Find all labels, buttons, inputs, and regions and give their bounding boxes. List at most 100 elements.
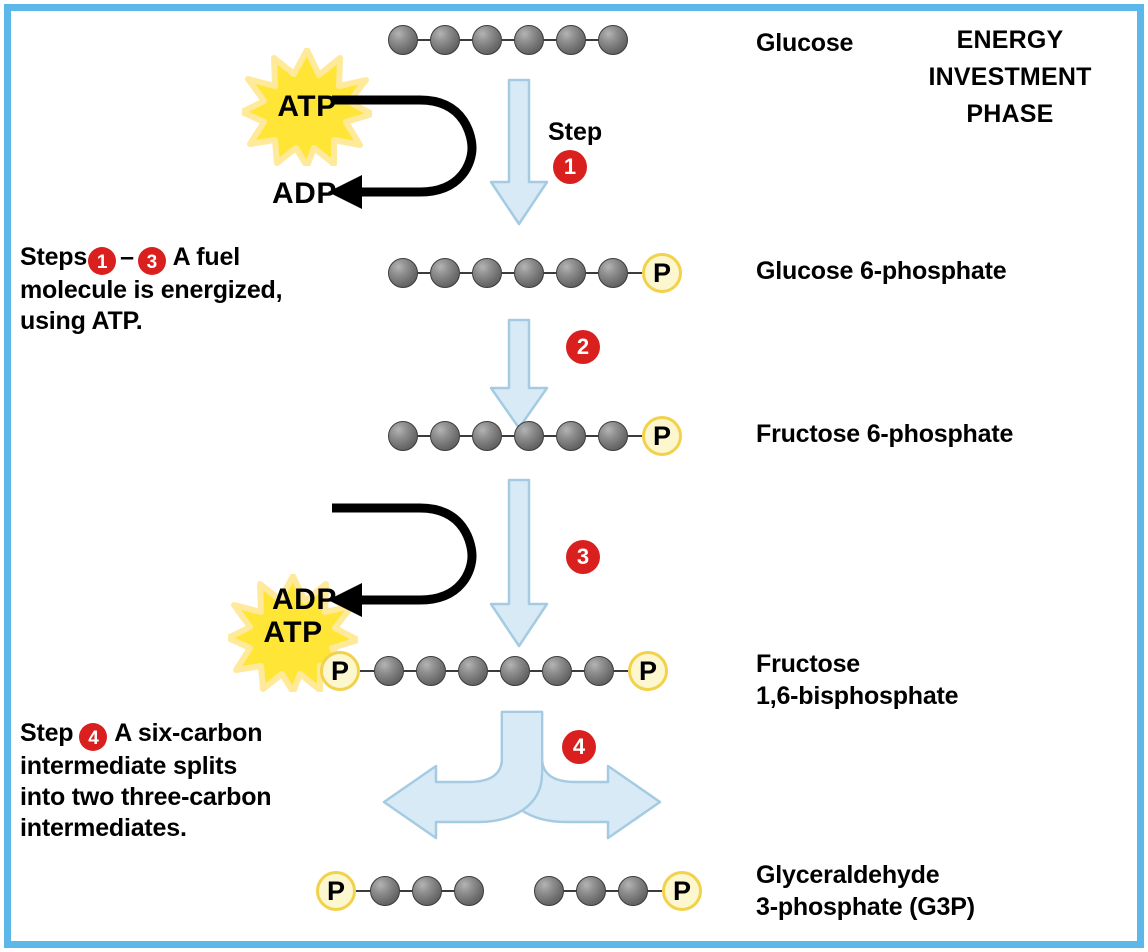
starburst-icon [242,48,372,166]
reaction-arrow-2 [489,318,549,430]
atp-burst-1: ATP [242,48,372,166]
bond [446,670,458,672]
phosphate-group: P [320,651,360,691]
molecule-glucose [388,25,628,55]
molecule-g3p-left: P [316,871,484,911]
phosphate-group: P [316,871,356,911]
carbon-chain: P [534,871,702,911]
note-text: A six-carbon intermediate splits into tw… [20,719,272,842]
carbon-atom [458,656,488,686]
carbon-atom [500,656,530,686]
bond [502,272,514,274]
atp-label: ATP [277,90,337,123]
reaction-arrow-3 [489,478,549,648]
step-word-1: Step [548,118,603,146]
phase-label: ENERGY INVESTMENT PHASE [928,26,1092,128]
bond [360,670,374,672]
molecule-label-glucose-6-phosphate: Glucose 6-phosphate [756,257,1007,285]
bond [356,890,370,892]
molecule-fructose-6-phosphate: P [388,416,682,456]
carbon-atom [542,656,572,686]
step-badge-3: 3 [566,540,600,574]
atp-label: ATP [263,616,323,649]
carbon-atom [598,421,628,451]
bond [614,670,628,672]
carbon-atom [584,656,614,686]
adp-label-2: ADP [272,583,337,616]
bond [586,272,598,274]
note-badge-3: 3 [137,247,166,275]
bond [572,670,584,672]
bond [460,39,472,41]
reaction-arrow-1 [489,78,549,226]
bond [418,39,430,41]
bond [544,272,556,274]
carbon-atom [514,25,544,55]
bond [586,435,598,437]
bond [628,272,642,274]
carbon-atom [412,876,442,906]
bond [586,39,598,41]
bond [606,890,618,892]
phosphate-group: P [642,416,682,456]
carbon-atom [454,876,484,906]
carbon-atom [598,25,628,55]
bond [544,39,556,41]
carbon-atom [556,258,586,288]
carbon-atom [556,421,586,451]
carbon-chain: P [388,253,682,293]
note-badge-1: 1 [88,247,117,275]
molecule-label-fructose-1-6-bisphosphate: Fructose 1,6-bisphosphate [756,650,959,710]
carbon-chain: P [388,416,682,456]
note-badge-4: 4 [79,723,108,751]
molecule-label-glucose: Glucose [756,29,854,57]
carbon-atom [430,421,460,451]
note-text: A fuel molecule is energized, using ATP. [20,243,283,335]
atp-to-adp-arrow-2 [328,503,477,617]
carbon-atom [598,258,628,288]
carbon-atom [576,876,606,906]
bond [628,435,642,437]
bond [400,890,412,892]
bond [418,272,430,274]
carbon-atom [472,258,502,288]
step-badge-2: 2 [566,330,600,364]
bond [460,272,472,274]
carbon-atom [472,421,502,451]
carbon-atom [534,876,564,906]
molecule-label-fructose-6-phosphate: Fructose 6-phosphate [756,420,1014,448]
carbon-atom [556,25,586,55]
carbon-chain: P [316,871,484,911]
molecule-g3p-right: P [534,871,702,911]
bond [418,435,430,437]
note-lead: Step [20,719,74,747]
bond [544,435,556,437]
carbon-atom [388,258,418,288]
bond [502,435,514,437]
carbon-atom [430,25,460,55]
carbon-atom [514,258,544,288]
bond [502,39,514,41]
bond [442,890,454,892]
carbon-chain: P P [320,651,668,691]
note-lead: Steps [20,243,88,271]
phosphate-group: P [662,871,702,911]
phosphate-group: P [628,651,668,691]
bond [648,890,662,892]
molecule-fructose-1-6-bisphosphate: P P [320,651,668,691]
bond [564,890,576,892]
note-dash: – [120,243,134,271]
bond [530,670,542,672]
step-badge-4: 4 [562,730,596,764]
adp-label-1: ADP [272,177,337,210]
carbon-atom [618,876,648,906]
bond [460,435,472,437]
carbon-atom [388,421,418,451]
carbon-atom [388,25,418,55]
molecule-glucose-6-phosphate: P [388,253,682,293]
molecule-label-g3p: Glyceraldehyde 3-phosphate (G3P) [756,861,975,921]
carbon-atom [374,656,404,686]
